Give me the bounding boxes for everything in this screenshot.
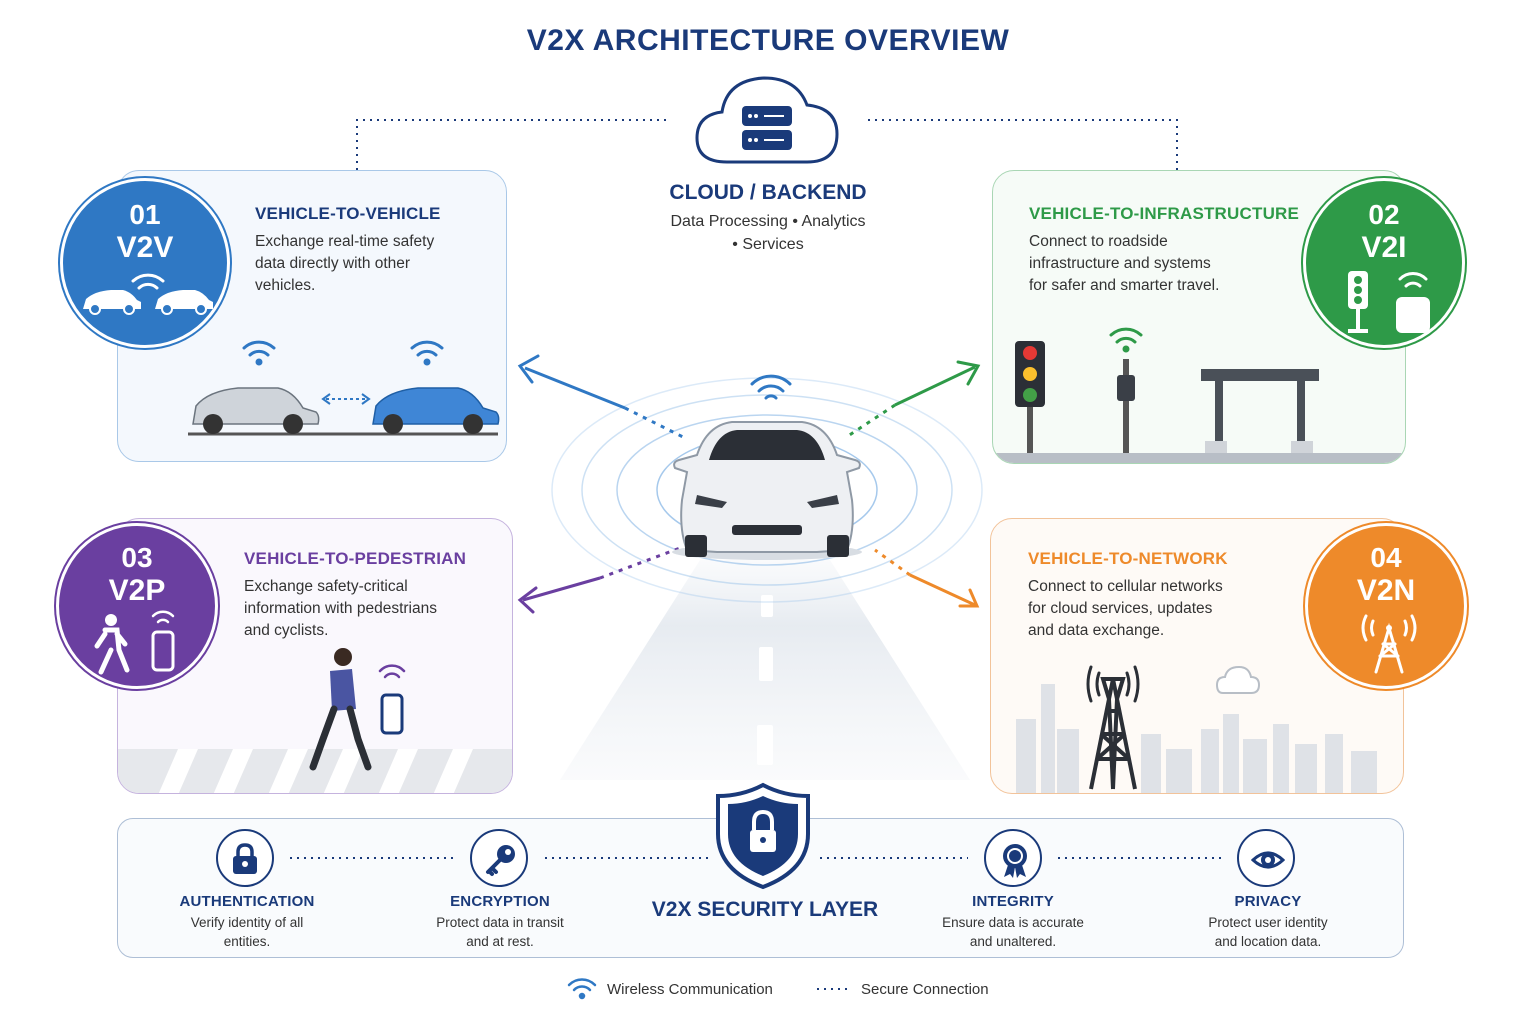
- card-v2n-desc-1: Connect to cellular networks: [1028, 578, 1223, 595]
- legend-wifi-icon: [567, 978, 597, 1000]
- card-v2v-heading: VEHICLE-TO-VEHICLE: [255, 204, 441, 223]
- card-v2i-desc-1: Connect to roadside: [1029, 233, 1168, 250]
- badge-v2p-code: V2P: [108, 574, 166, 607]
- eye-icon: [1237, 829, 1295, 887]
- lock-icon: [216, 829, 274, 887]
- badge-v2v-code: V2V: [116, 231, 174, 264]
- legend-secure-label: Secure Connection: [861, 981, 989, 998]
- badge-v2n-code: V2N: [1356, 574, 1416, 607]
- v2v-scene-illustration: [188, 340, 500, 436]
- card-v2p-desc-3: and cyclists.: [244, 622, 329, 639]
- cloud-secure-links: [356, 119, 1178, 170]
- arrow-v2i: [844, 360, 981, 440]
- security-item-desc-1: Protect user identity: [1208, 915, 1328, 930]
- security-item-privacy: PRIVACY Protect user identity and locati…: [1168, 893, 1368, 951]
- badge-v2v-number: 01: [129, 199, 161, 230]
- card-v2n-desc-2: for cloud services, updates: [1028, 600, 1213, 617]
- badge-v2i: 02 V2I: [1303, 178, 1465, 348]
- v2p-scene-illustration: [118, 648, 512, 793]
- award-seal-icon: [984, 829, 1042, 887]
- v2i-scene-illustration: [993, 327, 1405, 463]
- card-v2n-heading: VEHICLE-TO-NETWORK: [1028, 549, 1228, 568]
- cloud-desc-line1: Data Processing • Analytics: [670, 213, 866, 230]
- card-v2p-heading: VEHICLE-TO-PEDESTRIAN: [244, 549, 467, 568]
- legend-wireless-label: Wireless Communication: [607, 981, 773, 998]
- security-item-desc-1: Verify identity of all: [190, 915, 304, 930]
- card-v2p-desc-2: information with pedestrians: [244, 600, 437, 617]
- security-item-authentication: AUTHENTICATION Verify identity of all en…: [157, 893, 337, 951]
- cell-tower-icon: [1361, 614, 1417, 674]
- v2n-scene-illustration: [1016, 665, 1377, 793]
- arrow-v2v: [517, 354, 686, 440]
- card-v2v-desc-1: Exchange real-time safety: [255, 233, 435, 250]
- badge-v2i-code: V2I: [1361, 231, 1407, 264]
- traffic-light-icon: [1348, 271, 1430, 333]
- card-v2i-heading: VEHICLE-TO-INFRASTRUCTURE: [1029, 204, 1300, 223]
- badge-v2p: 03 V2P: [56, 523, 218, 689]
- security-item-title: PRIVACY: [1234, 893, 1302, 910]
- card-v2p-desc-1: Exchange safety-critical: [244, 578, 408, 595]
- connected-car-icon: [672, 421, 862, 560]
- cloud-title: CLOUD / BACKEND: [669, 181, 867, 204]
- page-title: V2X ARCHITECTURE OVERVIEW: [526, 24, 1010, 57]
- badge-v2v: 01 V2V: [60, 178, 230, 348]
- security-item-encryption: ENCRYPTION Protect data in transit and a…: [400, 893, 600, 951]
- security-layer-title: V2X SECURITY LAYER: [651, 898, 879, 921]
- wifi-icon: [750, 374, 792, 400]
- security-item-title: ENCRYPTION: [450, 893, 550, 910]
- key-icon: [470, 829, 528, 887]
- cloud-server-icon: [695, 76, 839, 164]
- signal-rings: [551, 377, 983, 603]
- card-v2v-desc-2: data directly with other: [255, 255, 411, 272]
- badge-v2p-number: 03: [121, 542, 153, 573]
- security-item-desc-2: and location data.: [1214, 934, 1322, 949]
- security-item-desc-2: and at rest.: [466, 934, 534, 949]
- badge-v2i-number: 02: [1368, 199, 1400, 230]
- security-item-desc-1: Protect data in transit: [436, 915, 564, 930]
- badge-v2n-number: 04: [1370, 542, 1402, 573]
- security-item-desc-2: entities.: [223, 934, 271, 949]
- shield-lock-icon: [716, 782, 810, 890]
- security-item-title: AUTHENTICATION: [179, 893, 315, 910]
- legend-dotted-line-icon: [817, 988, 849, 990]
- arrow-v2n: [874, 548, 980, 608]
- security-item-desc-2: and unaltered.: [969, 934, 1057, 949]
- card-v2i-desc-3: for safer and smarter travel.: [1029, 277, 1220, 294]
- card-v2v-desc-3: vehicles.: [255, 277, 316, 294]
- cloud-desc-line2: • Services: [732, 236, 804, 253]
- cars-wifi-icon: [83, 273, 213, 315]
- card-v2n-desc-3: and data exchange.: [1028, 622, 1165, 639]
- security-item-title: INTEGRITY: [972, 893, 1054, 910]
- security-item-integrity: INTEGRITY Ensure data is accurate and un…: [913, 893, 1113, 951]
- card-v2i-desc-2: infrastructure and systems: [1029, 255, 1211, 272]
- pedestrian-phone-icon: [94, 610, 175, 675]
- arrow-v2p: [517, 546, 681, 614]
- security-item-desc-1: Ensure data is accurate: [942, 915, 1084, 930]
- badge-v2n: 04 V2N: [1305, 523, 1467, 689]
